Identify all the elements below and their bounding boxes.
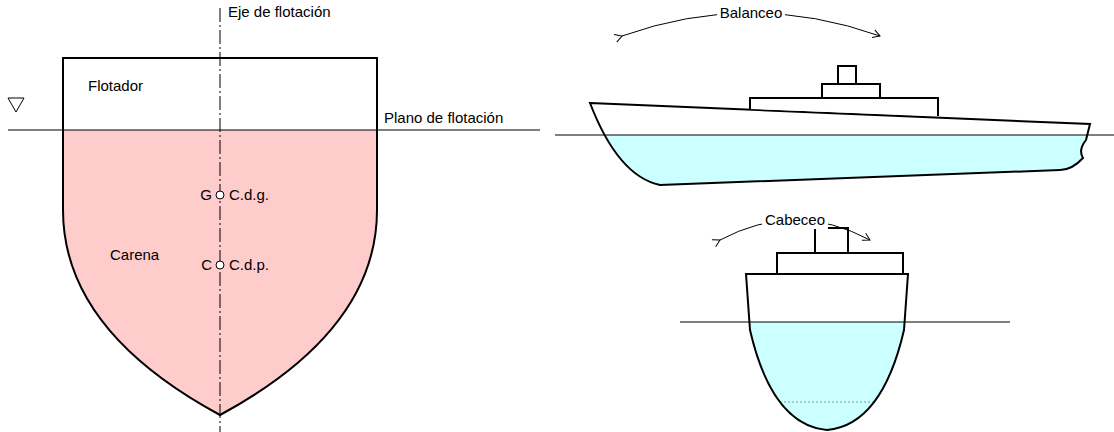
ship-front — [740, 228, 920, 432]
water-symbol — [8, 98, 24, 112]
label-text: G — [200, 187, 212, 204]
ship-side — [560, 66, 1114, 195]
hull-section — [0, 58, 400, 430]
label-text: C — [201, 257, 212, 274]
label-text: Plano de flotación — [384, 110, 503, 127]
waterline — [680, 322, 1010, 323]
waterline — [555, 135, 1114, 136]
label-text: Carena — [110, 247, 159, 264]
label-text: C.d.p. — [229, 257, 269, 274]
label-text: Flotador — [88, 78, 143, 95]
center-gravity — [216, 191, 224, 199]
center-buoyancy — [216, 261, 224, 269]
label-text: Eje de flotación — [228, 4, 331, 21]
label-text: C.d.g. — [229, 187, 269, 204]
label-text: Balanceo — [717, 5, 786, 22]
waterline — [8, 130, 540, 131]
axis-line — [220, 8, 221, 432]
label-text: Cabeceo — [762, 212, 828, 229]
